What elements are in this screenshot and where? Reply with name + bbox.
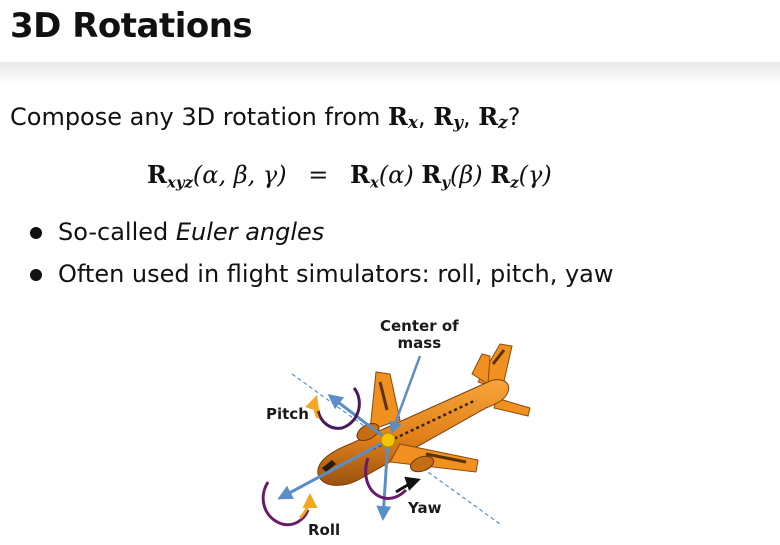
airplane-illustration — [261, 343, 531, 527]
center-of-mass-label: Center of mass — [380, 317, 459, 352]
yaw-rotation-arc — [364, 457, 408, 500]
eq-ry: Ry — [421, 160, 450, 192]
center-of-mass-dot — [380, 432, 396, 448]
eq-rz: Rz — [490, 160, 519, 192]
eq-rx: Rx — [349, 160, 379, 192]
matrix-ry: Ry — [433, 102, 463, 133]
center-pointer — [389, 355, 422, 435]
bullet-flight-simulators: Often used in flight simulators: roll, p… — [30, 260, 614, 288]
bullet-dot — [30, 269, 42, 281]
prompt-matrices: Rx, Ry, Rz? — [388, 102, 521, 133]
near-engine — [409, 455, 435, 473]
eq-equals: = — [308, 161, 329, 189]
slide-title: 3D Rotations — [10, 6, 253, 46]
matrix-rz: Rz — [478, 102, 508, 133]
pitch-label: Pitch — [266, 405, 309, 423]
question-mark: ? — [507, 103, 521, 131]
matrix-rx: Rx — [388, 102, 418, 133]
eq-lhs-args: (α, β, γ) — [192, 161, 287, 189]
airplane-figure: Center of mass Pitch Roll Yaw — [250, 312, 540, 542]
bullet-list: So-called Euler angles Often used in fli… — [30, 218, 614, 302]
prompt-line: Compose any 3D rotation from Rx, Ry, Rz? — [10, 102, 520, 132]
roll-label: Roll — [308, 521, 341, 539]
separator: , — [462, 103, 479, 131]
eq-rz-arg: (γ) — [518, 161, 552, 189]
title-divider — [0, 62, 780, 84]
separator: , — [417, 103, 434, 131]
prompt-text: Compose any 3D rotation from — [10, 103, 381, 131]
yaw-axis-arrow — [376, 439, 392, 521]
pitch-axis-arrow — [327, 394, 389, 442]
bullet-dot — [30, 227, 42, 239]
bullet-euler-angles: So-called Euler angles — [30, 218, 614, 246]
near-wing — [389, 443, 479, 473]
euler-angles-term: Euler angles — [175, 218, 325, 246]
roll-axis-arrow — [277, 438, 389, 500]
eq-rx-arg: (α) — [378, 161, 414, 189]
eq-ry-arg: (β) — [450, 161, 483, 189]
eq-lhs-matrix: Rxyz — [147, 160, 193, 192]
euler-equation: Rxyz(α, β, γ) = Rx(α) Ry(β) Rz(γ) — [147, 160, 552, 191]
pitch-rotation-arc — [316, 387, 361, 430]
yaw-label: Yaw — [408, 499, 442, 517]
roll-rotation-arc — [261, 481, 310, 527]
